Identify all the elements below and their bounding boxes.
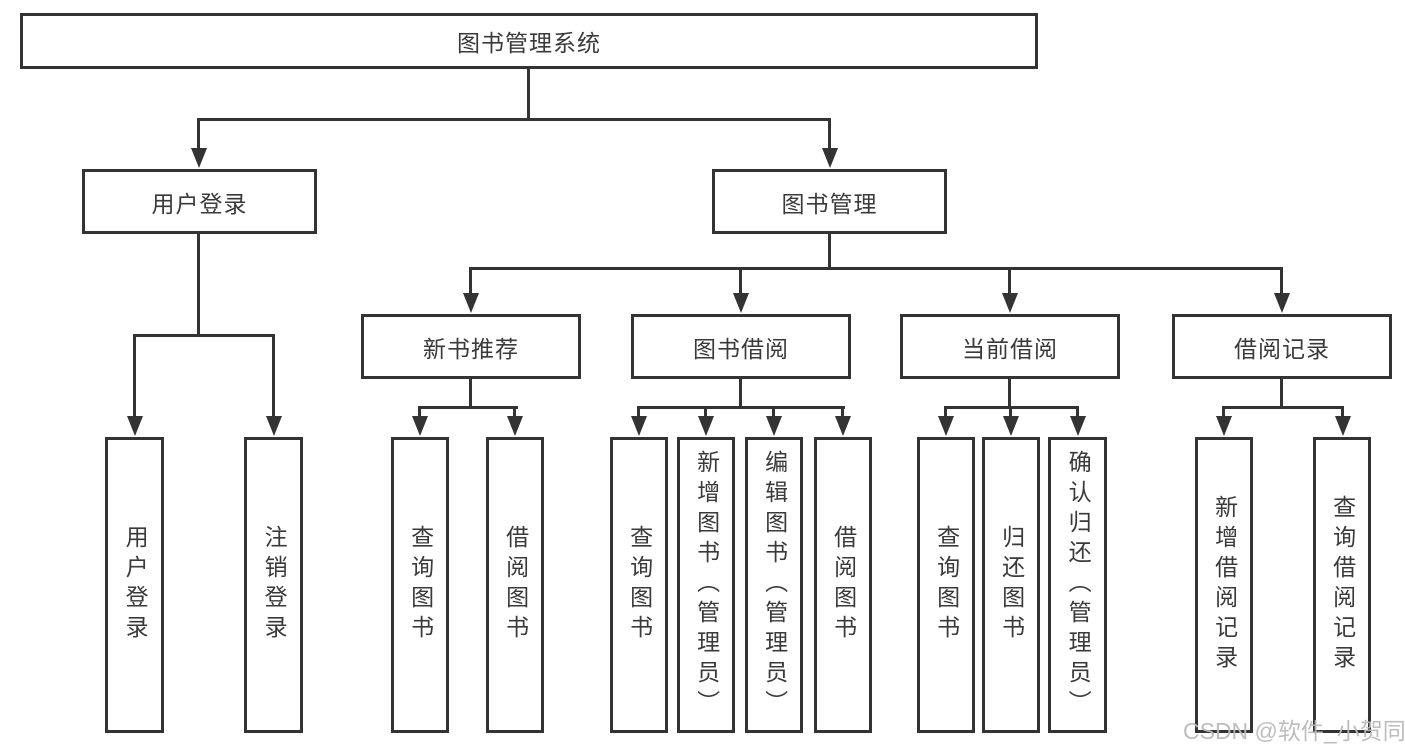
arrow-down-icon [733, 293, 749, 313]
connector-line [469, 267, 1283, 270]
node-label: 图书借阅 [693, 335, 789, 362]
connector-line [197, 234, 200, 337]
node-label: 借阅记录 [1234, 335, 1330, 362]
connector-line [418, 406, 421, 418]
leaf-query-books: 查询图书 [917, 437, 975, 733]
connector-line [1280, 379, 1283, 409]
arrow-down-icon [835, 416, 851, 436]
leaf-borrow-books: 借阅图书 [486, 437, 544, 733]
connector-line [272, 334, 275, 418]
connector-line [739, 267, 742, 295]
arrow-down-icon [127, 416, 143, 436]
connector-line [841, 406, 844, 418]
leaf-edit-books-admin: 编辑图书（管理员） [745, 437, 803, 733]
arrow-down-icon [822, 148, 838, 168]
node-root-library-system: 图书管理系统 [20, 13, 1038, 69]
arrow-down-icon [766, 416, 782, 436]
connector-line [418, 406, 518, 409]
arrow-down-icon [191, 148, 207, 168]
arrow-down-icon [266, 416, 282, 436]
connector-line [1076, 406, 1079, 418]
node-label: 新书推荐 [423, 335, 519, 362]
connector-line [637, 406, 640, 418]
node-label: 图书管理 [781, 190, 878, 217]
leaf-return-books: 归还图书 [982, 437, 1040, 733]
connector-line [637, 406, 845, 409]
connector-line [1009, 406, 1012, 418]
node-new-book-recommend: 新书推荐 [361, 314, 581, 379]
connector-line [1008, 379, 1011, 409]
arrow-down-icon [1335, 416, 1351, 436]
arrow-down-icon [1003, 416, 1019, 436]
node-label: 用户登录 [151, 190, 248, 217]
leaf-label: 借阅图书 [830, 525, 857, 645]
leaf-label: 用户登录 [122, 525, 149, 645]
connector-line [133, 334, 136, 418]
leaf-add-books-admin: 新增图书（管理员） [677, 437, 735, 733]
connector-line [772, 406, 775, 418]
arrow-down-icon [507, 416, 523, 436]
connector-line [197, 118, 200, 150]
connector-line [1341, 406, 1344, 418]
leaf-query-borrow-record: 查询借阅记录 [1313, 437, 1371, 733]
connector-line [1008, 267, 1011, 295]
leaf-label: 新增图书（管理员） [693, 450, 720, 720]
leaf-label: 查询图书 [933, 525, 960, 645]
csdn-watermark: CSDN @软件_小贺同学 [1183, 718, 1405, 744]
node-book-management: 图书管理 [712, 169, 947, 234]
leaf-label: 借阅图书 [502, 525, 529, 645]
arrow-down-icon [1070, 416, 1086, 436]
leaf-query-books: 查询图书 [391, 437, 449, 733]
node-label: 当前借阅 [962, 335, 1058, 362]
connector-line [133, 334, 275, 337]
arrow-down-icon [631, 416, 647, 436]
leaf-label: 确认归还（管理员） [1065, 450, 1092, 720]
connector-line [944, 406, 947, 418]
leaf-query-books: 查询图书 [610, 437, 668, 733]
leaf-label: 新增借阅记录 [1211, 495, 1238, 675]
connector-line [828, 234, 831, 270]
node-user-login: 用户登录 [82, 169, 317, 234]
leaf-label: 归还图书 [998, 525, 1025, 645]
connector-line [828, 118, 831, 150]
connector-line [1280, 267, 1283, 295]
connector-line [513, 406, 516, 418]
arrow-down-icon [698, 416, 714, 436]
connector-line [197, 118, 831, 121]
connector-line [704, 406, 707, 418]
leaf-label: 查询借阅记录 [1329, 495, 1356, 675]
node-borrow-records: 借阅记录 [1172, 314, 1392, 379]
node-book-borrow: 图书借阅 [631, 314, 851, 379]
arrow-down-icon [1216, 416, 1232, 436]
connector-line [469, 267, 472, 295]
node-current-borrow: 当前借阅 [900, 314, 1120, 379]
connector-line [527, 69, 530, 121]
leaf-label: 注销登录 [261, 525, 288, 645]
arrow-down-icon [463, 293, 479, 313]
leaf-label: 编辑图书（管理员） [761, 450, 788, 720]
leaf-label: 查询图书 [626, 525, 653, 645]
leaf-confirm-return-admin: 确认归还（管理员） [1048, 437, 1107, 733]
connector-line [739, 379, 742, 409]
arrow-down-icon [1002, 293, 1018, 313]
leaf-label: 查询图书 [407, 525, 434, 645]
leaf-add-borrow-record: 新增借阅记录 [1195, 437, 1253, 733]
leaf-logout: 注销登录 [244, 437, 303, 733]
connector-line [469, 379, 472, 409]
leaf-borrow-books: 借阅图书 [814, 437, 872, 733]
node-label: 图书管理系统 [457, 30, 601, 56]
connector-line [1222, 406, 1343, 409]
arrow-down-icon [938, 416, 954, 436]
connector-line [1222, 406, 1225, 418]
leaf-user-login: 用户登录 [105, 437, 164, 733]
arrow-down-icon [412, 416, 428, 436]
arrow-down-icon [1274, 293, 1290, 313]
